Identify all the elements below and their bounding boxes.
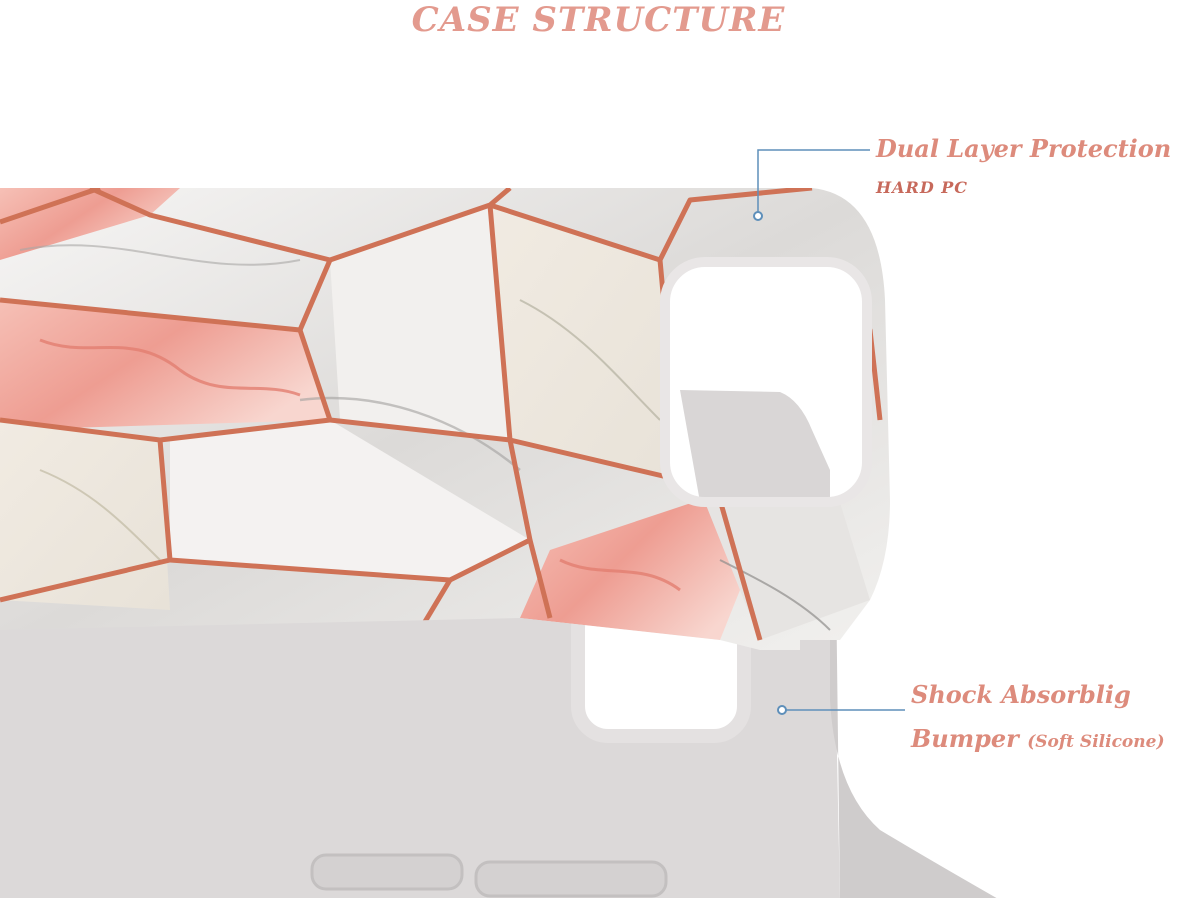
bumper-label-line1: Shock Absorblig [911, 680, 1131, 709]
leader-dot-bumper [777, 705, 787, 715]
hard-pc-sublabel: HARD PC [876, 178, 969, 197]
leader-lines [753, 149, 905, 715]
leader-dot-hard-pc [753, 211, 763, 221]
bumper-label-main: Bumper [911, 724, 1019, 753]
side-button-2 [474, 860, 668, 898]
bumper-label-line2: Bumper (Soft Silicone) [911, 724, 1165, 753]
leader-line-hard-pc [757, 149, 870, 215]
hard-pc-label: Dual Layer Protection [876, 134, 1172, 163]
page-title: CASE STRUCTURE [411, 0, 786, 40]
bumper-label-paren: (Soft Silicone) [1027, 732, 1165, 752]
side-button-1 [310, 853, 464, 891]
hard-pc-shell [0, 188, 890, 650]
